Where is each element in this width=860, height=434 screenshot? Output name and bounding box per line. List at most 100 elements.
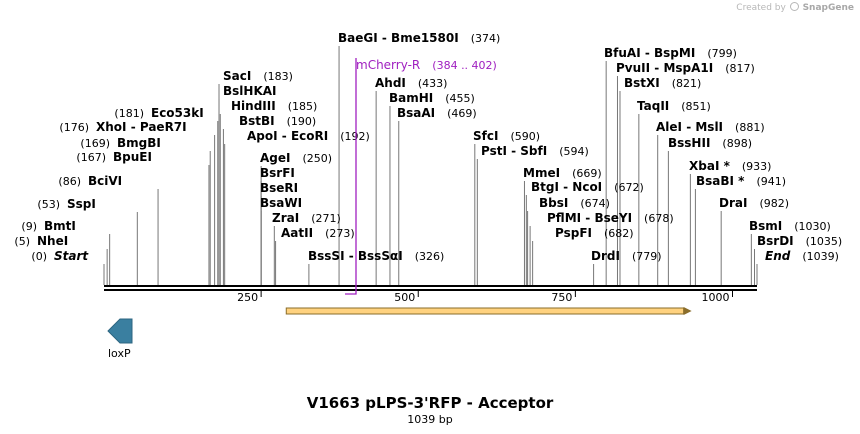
site-name-agei: AgeI — [260, 151, 290, 165]
site-name-bmti: BmtI — [44, 219, 76, 233]
site-label-bsabi: BsaBI * (941) — [696, 174, 786, 188]
site-label-bfuai: BfuAI - BspMI (799) — [604, 46, 737, 60]
site-label-zrai: ZraI(271) — [272, 211, 341, 225]
credit-prefix: Created by — [736, 3, 786, 13]
site-position-ahdi: (433) — [418, 77, 448, 90]
site-label-bslhkai: BslHKAI — [223, 84, 277, 98]
site-label-nhei: (5) NheI — [14, 234, 68, 248]
site-position-start: (0) — [31, 250, 47, 263]
site-position-bstxi: (821) — [672, 77, 702, 90]
site-name-bsshii: BssHII — [668, 136, 710, 150]
site-name-pvuii: PvuII - MspA1I — [616, 61, 713, 75]
site-position-btgi: (672) — [614, 181, 644, 194]
site-name-eco53ki: Eco53kI — [151, 106, 204, 120]
site-position-taqii: (851) — [681, 100, 711, 113]
site-position-sfci: (590) — [510, 130, 540, 143]
site-position-aatii: (273) — [325, 227, 355, 240]
loxp-label: loxP — [108, 347, 131, 360]
site-name-sspi: SspI — [67, 197, 96, 211]
site-label-saci: SacI (183) — [223, 69, 293, 83]
loxp-feature: loxP — [107, 318, 133, 360]
site-position-agei: (250) — [302, 152, 332, 165]
site-label-ahdi: AhdI (433) — [375, 76, 447, 90]
site-name-baegi: BaeGI - Bme1580I — [338, 31, 459, 45]
site-name-bseri: BseRI — [260, 181, 298, 195]
tick-label-750: 750 — [551, 291, 572, 304]
site-name-start: Start — [54, 249, 89, 263]
map-title: V1663 pLPS-3'RFP - Acceptor — [307, 394, 554, 412]
site-name-bpuei: BpuEI — [113, 150, 152, 164]
site-label-apoi: ApoI - EcoRI(192) — [247, 129, 370, 143]
site-name-mmei: MmeI — [523, 166, 560, 180]
site-label-bbsi: BbsI(674) — [539, 196, 610, 210]
site-position-end: (1039) — [802, 250, 839, 263]
site-label-mmei: MmeI (669) — [523, 166, 602, 180]
site-name-taqii: TaqII — [637, 99, 669, 113]
snapgene-logo-icon — [789, 2, 799, 11]
primer-label: mCherry-R(384 .. 402) — [356, 58, 497, 72]
site-name-bfuai: BfuAI - BspMI — [604, 46, 695, 60]
site-position-bsmi: (1030) — [794, 220, 831, 233]
site-name-nhei: NheI — [37, 234, 68, 248]
primer-bracket — [345, 58, 357, 295]
site-name-bsrdi: BsrDI — [757, 234, 794, 248]
site-label-pvuii: PvuII - MspA1I(817) — [616, 61, 755, 75]
site-position-xbai: (933) — [742, 160, 772, 173]
site-position-bmgbi: (169) — [80, 137, 110, 150]
site-label-pflmi: PflMI - BseYI(678) — [547, 211, 674, 225]
site-name-hindiii: HindIII — [231, 99, 276, 113]
site-label-bmti: (9) BmtI — [21, 219, 75, 233]
site-position-bsshii: (898) — [722, 137, 752, 150]
site-label-bsshii: BssHII (898) — [668, 136, 752, 150]
tick-label-1000: 1000 — [701, 291, 729, 304]
site-position-hindiii: (185) — [288, 100, 318, 113]
site-position-bfuai: (799) — [707, 47, 737, 60]
site-label-drdi: DrdI (779) — [591, 249, 662, 263]
snapgene-credit: Created by SnapGene — [736, 2, 854, 13]
site-label-hindiii: HindIII (185) — [231, 99, 317, 113]
site-position-bamhi: (455) — [445, 92, 475, 105]
site-label-bpuei: (167) BpuEI — [76, 150, 152, 164]
site-labels: (0)Start(5)NheI(9)BmtI(53)SspI(86)BciVI(… — [14, 31, 842, 263]
orf-arrow — [285, 307, 692, 315]
site-position-psti: (594) — [559, 145, 589, 158]
site-position-drdi: (779) — [632, 250, 662, 263]
site-name-btgi: BtgI - NcoI — [531, 180, 602, 194]
site-label-aatii: AatII (273) — [281, 226, 355, 240]
site-lines — [103, 46, 758, 285]
site-name-aatii: AatII — [281, 226, 313, 240]
site-label-bamhi: BamHI(455) — [389, 91, 475, 105]
site-position-bsrdi: (1035) — [806, 235, 843, 248]
site-position-bmti: (9) — [21, 220, 37, 233]
site-name-bsabi: BsaBI * — [696, 174, 745, 188]
loxp-arrow-icon — [107, 318, 133, 344]
site-label-pspfi: PspFI(682) — [555, 226, 634, 240]
site-name-drdi: DrdI — [591, 249, 620, 263]
site-name-pspfi: PspFI — [555, 226, 592, 240]
site-name-bsmi: BsmI — [749, 219, 782, 233]
site-position-nhei: (5) — [14, 235, 30, 248]
site-label-bmgbi: (169)BmgBI — [80, 136, 160, 150]
site-label-start: (0) Start — [31, 249, 89, 263]
site-name-saci: SacI — [223, 69, 251, 83]
site-name-ahdi: AhdI — [375, 76, 406, 90]
site-label-bstbi: BstBI(190) — [239, 114, 316, 128]
site-name-bsawi: BsaWI — [260, 196, 302, 210]
site-name-psti: PstI - SbfI — [481, 144, 547, 158]
site-label-bsssi: BssSI - BssSαI(326) — [308, 249, 444, 263]
site-position-mmei: (669) — [572, 167, 602, 180]
site-position-xhoi: (176) — [59, 121, 89, 134]
site-name-alei: AleI - MslI — [656, 120, 723, 134]
site-position-bpuei: (167) — [76, 151, 106, 164]
site-position-saci: (183) — [263, 70, 293, 83]
site-label-bcivi: (86)BciVI — [58, 174, 122, 188]
site-name-bsaai: BsaAI — [397, 106, 435, 120]
site-position-bsaai: (469) — [447, 107, 477, 120]
site-label-bsmi: BsmI (1030) — [749, 219, 831, 233]
site-name-drai: DraI — [719, 196, 747, 210]
site-name-xhoi: XhoI - PaeR7I — [96, 120, 187, 134]
site-position-alei: (881) — [735, 121, 765, 134]
site-position-bsabi: (941) — [756, 175, 786, 188]
site-position-bsssi: (326) — [415, 250, 445, 263]
